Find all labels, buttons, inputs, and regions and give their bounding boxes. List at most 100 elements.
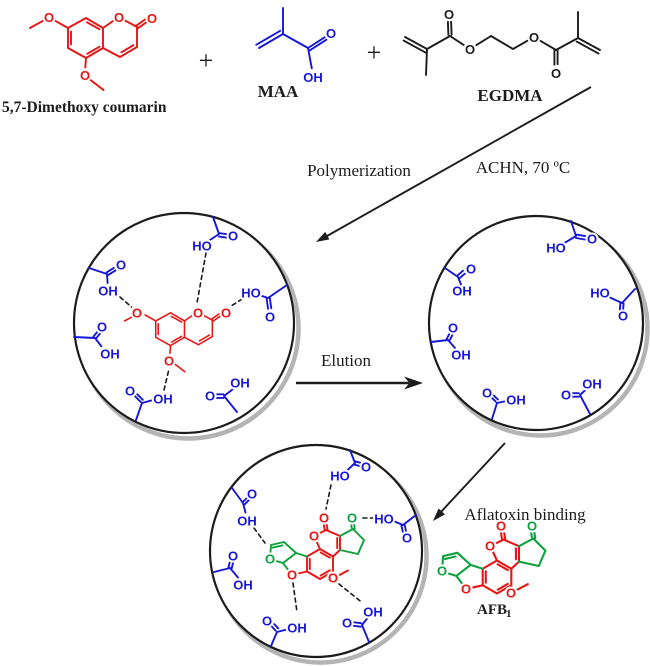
atom-label: OH xyxy=(237,514,257,529)
atom-label: HO xyxy=(241,286,261,301)
atom-label: O xyxy=(482,386,492,401)
atom-label: HO xyxy=(374,512,394,527)
cooh-group xyxy=(392,514,417,533)
atom-label: HO xyxy=(330,469,350,484)
hydrogen-bonds-left xyxy=(119,252,243,391)
plus-sign: + xyxy=(199,46,214,75)
cooh-group xyxy=(563,220,587,244)
atom-label: O xyxy=(114,10,124,25)
atom-label: O xyxy=(342,616,352,631)
atom-label: OH xyxy=(287,621,307,636)
atom-label: O xyxy=(448,321,458,336)
atom-label: OH xyxy=(303,70,323,85)
atom-label: O xyxy=(309,529,319,544)
achn-conditions-label: ACHN, 70 ºC xyxy=(476,158,571,177)
cooh-group xyxy=(346,449,362,471)
atom-label: O xyxy=(361,460,371,475)
atom-label: O xyxy=(193,306,203,321)
atom-label: O xyxy=(147,11,157,26)
mip-circle-template xyxy=(72,211,301,441)
cooh-group xyxy=(444,267,466,286)
atom-label: O xyxy=(496,519,506,534)
atom-label: OH xyxy=(582,377,602,392)
hydrogen-bonds-bottom xyxy=(253,484,376,613)
atom-label: O xyxy=(587,232,597,247)
coumarin-name-label: 5,7-Dimethoxy coumarin xyxy=(2,99,167,116)
atom-label: O xyxy=(551,66,561,81)
cooh-group xyxy=(270,623,289,647)
atom-label: O xyxy=(164,354,174,369)
cooh-group xyxy=(209,216,228,241)
atom-label: O xyxy=(287,568,297,583)
polymerization-arrow xyxy=(316,86,592,242)
atom-label: O xyxy=(328,571,338,586)
atom-label: OH xyxy=(363,605,383,620)
atom-label: O xyxy=(466,262,476,277)
atom-label: OH xyxy=(153,392,173,407)
egdma-label: EGDMA xyxy=(477,86,543,105)
atom-label: OH xyxy=(98,284,118,299)
atom-label: O xyxy=(319,511,329,526)
maa-label: MAA xyxy=(258,82,299,101)
atom-label: O xyxy=(80,68,90,83)
atom-label: O xyxy=(347,511,357,526)
cooh-group xyxy=(215,388,238,413)
maa-structure xyxy=(255,7,328,70)
atom-label: O xyxy=(444,7,454,22)
atom-label: O xyxy=(465,42,475,57)
atom-label: O xyxy=(205,389,215,404)
polymerization-label: Polymerization xyxy=(307,161,411,180)
mip-circle-rebound xyxy=(208,443,429,665)
atom-label: O xyxy=(228,549,238,564)
atom-label: O xyxy=(265,310,275,325)
circle-outline xyxy=(427,214,645,432)
cooh-groups-bottom xyxy=(213,449,417,647)
cooh-group xyxy=(213,560,239,579)
atom-label: O xyxy=(125,384,135,399)
cooh-group xyxy=(430,332,456,349)
atom-label: O xyxy=(485,539,495,554)
atom-label: O xyxy=(506,586,516,601)
cooh-group xyxy=(609,288,636,311)
atom-label: OH xyxy=(451,348,471,363)
elution-label: Elution xyxy=(321,351,372,370)
atom-label: O xyxy=(247,487,257,502)
atom-label: OH xyxy=(452,284,472,299)
atom-label: OH xyxy=(506,393,526,408)
cooh-group xyxy=(73,330,103,348)
atom-label: O xyxy=(262,614,272,629)
atom-label: OH xyxy=(100,347,120,362)
atom-label: O xyxy=(97,320,107,335)
cooh-group xyxy=(259,284,288,310)
atom-label: OH xyxy=(230,376,250,391)
cooh-groups-right xyxy=(430,220,636,420)
atom-label: O xyxy=(461,582,471,597)
afb1-label: AFB xyxy=(477,602,507,618)
atom-label: OH xyxy=(233,578,253,593)
binding-arrow xyxy=(433,442,506,521)
cooh-group xyxy=(571,388,591,415)
aflatoxin-binding-label: Aflatoxin binding xyxy=(464,505,586,524)
cooh-groups-left xyxy=(73,216,288,421)
cooh-group xyxy=(490,394,509,420)
atom-label: O xyxy=(561,388,571,403)
atom-label: O xyxy=(221,306,231,321)
atom-label: O xyxy=(402,531,412,546)
atom-label: O xyxy=(326,26,336,41)
atom-label: O xyxy=(228,229,238,244)
atom-label: O xyxy=(437,564,447,579)
atom-label: O xyxy=(44,10,54,25)
afb1-label-subscript: 1 xyxy=(506,608,512,620)
atom-label: HO xyxy=(546,241,566,256)
atom-label: O xyxy=(529,30,539,45)
egdma-structure xyxy=(402,11,601,76)
atom-label: O xyxy=(116,258,126,273)
atom-label: O xyxy=(527,519,537,534)
elution-arrow xyxy=(296,376,423,390)
atom-label: HO xyxy=(590,286,610,301)
plus-sign: + xyxy=(367,38,382,67)
cooh-group xyxy=(352,617,370,643)
